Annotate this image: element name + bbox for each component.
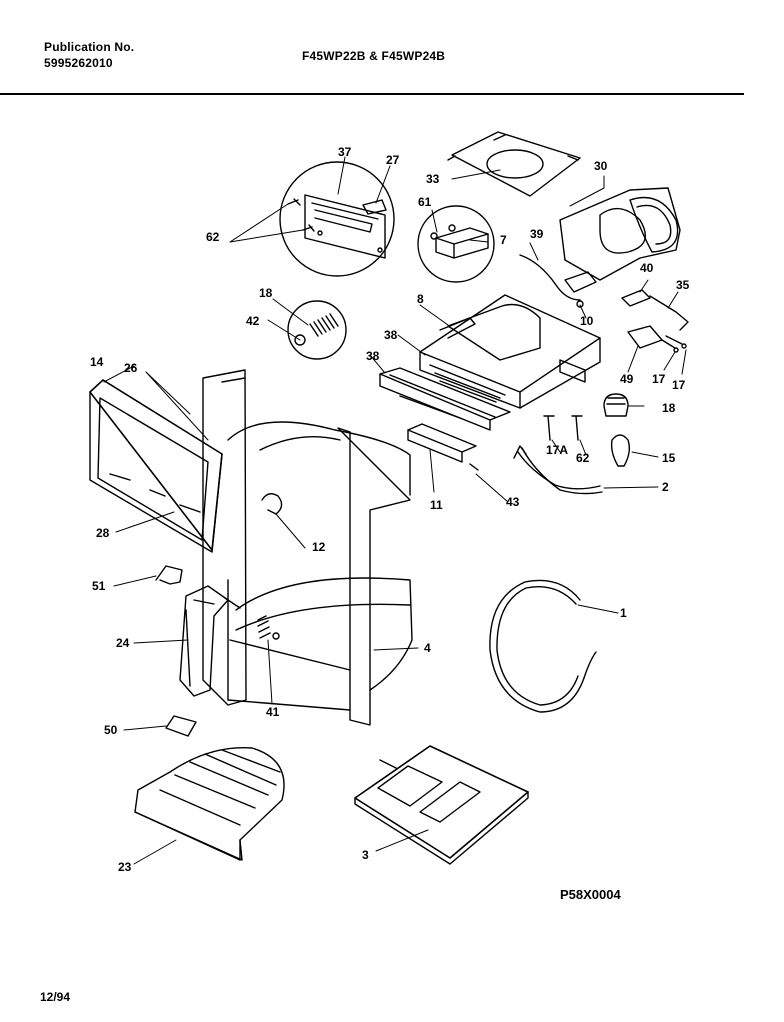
callout-35: 35 [676,278,690,292]
plate-3 [354,745,529,865]
dispenser-housing-4 [202,369,413,726]
detail-circle-block [417,205,495,283]
callout-40: 40 [640,261,654,275]
actuator-arm-24 [179,585,241,697]
callout-7: 7 [500,233,507,247]
callout-1: 1 [620,606,627,620]
wire-harness-2 [513,445,603,495]
callout-4: 4 [424,641,431,655]
callout-18-a: 18 [259,286,273,300]
callout-38-a: 38 [384,328,398,342]
callout-61: 61 [418,195,432,209]
publication-number: 5995262010 [44,56,113,70]
callout-41: 41 [266,705,280,719]
screw-62-a [287,198,315,232]
bracket-11 [407,423,477,463]
bulb-15 [610,434,631,467]
light-housing-30 [559,187,681,281]
control-box-8 [419,294,601,409]
callout-11: 11 [430,498,443,512]
callout-42: 42 [246,314,260,328]
pad-50 [165,715,197,737]
drip-tray-23 [134,747,285,861]
clip-51 [155,565,183,585]
callout-24: 24 [116,636,130,650]
callout-labels: 37 27 33 30 61 7 39 62 40 35 18 8 42 10 … [90,145,690,874]
lamp-socket-18 [603,393,629,417]
callout-49: 49 [620,372,634,386]
callout-2: 2 [662,480,669,494]
callout-27: 27 [386,153,400,167]
callout-30: 30 [594,159,608,173]
callout-62-b: 62 [576,451,590,465]
callout-17A: 17A [546,443,568,457]
callout-62-a: 62 [206,230,220,244]
callout-38-b: 38 [366,349,380,363]
leader-lines [103,156,687,865]
callout-8: 8 [417,292,424,306]
dispenser-frame-14 [89,379,223,553]
tubing-1 [489,579,597,713]
callout-28: 28 [96,526,110,540]
model-title: F45WP22B & F45WP24B [302,49,446,63]
detail-circle-spring [287,300,347,360]
callout-37: 37 [338,145,352,159]
callout-51: 51 [92,579,106,593]
header-rule [0,93,744,95]
callout-26: 26 [124,361,138,375]
callout-12: 12 [312,540,326,554]
callout-39: 39 [530,227,544,241]
callout-3: 3 [362,848,369,862]
drawing-code: P58X0004 [560,887,621,902]
callout-17-a: 17 [652,372,666,386]
callout-33: 33 [426,172,440,186]
callout-50: 50 [104,723,118,737]
callout-10: 10 [580,314,594,328]
callout-23: 23 [118,860,132,874]
callout-17-b: 17 [672,378,686,392]
publication-date: 12/94 [40,990,71,1004]
socket-assembly [519,254,689,353]
publication-label: Publication No. [44,40,135,54]
callout-14: 14 [90,355,104,369]
spring-41 [257,615,280,640]
switch-plate-36 [379,367,511,431]
detail-circle-bracket [279,161,395,277]
clip-12 [261,493,283,515]
top-plate-33 [447,131,581,197]
callout-18-b: 18 [662,401,676,415]
callout-43: 43 [506,495,520,509]
callout-15: 15 [662,451,676,465]
screws-17A-62 [469,415,583,471]
